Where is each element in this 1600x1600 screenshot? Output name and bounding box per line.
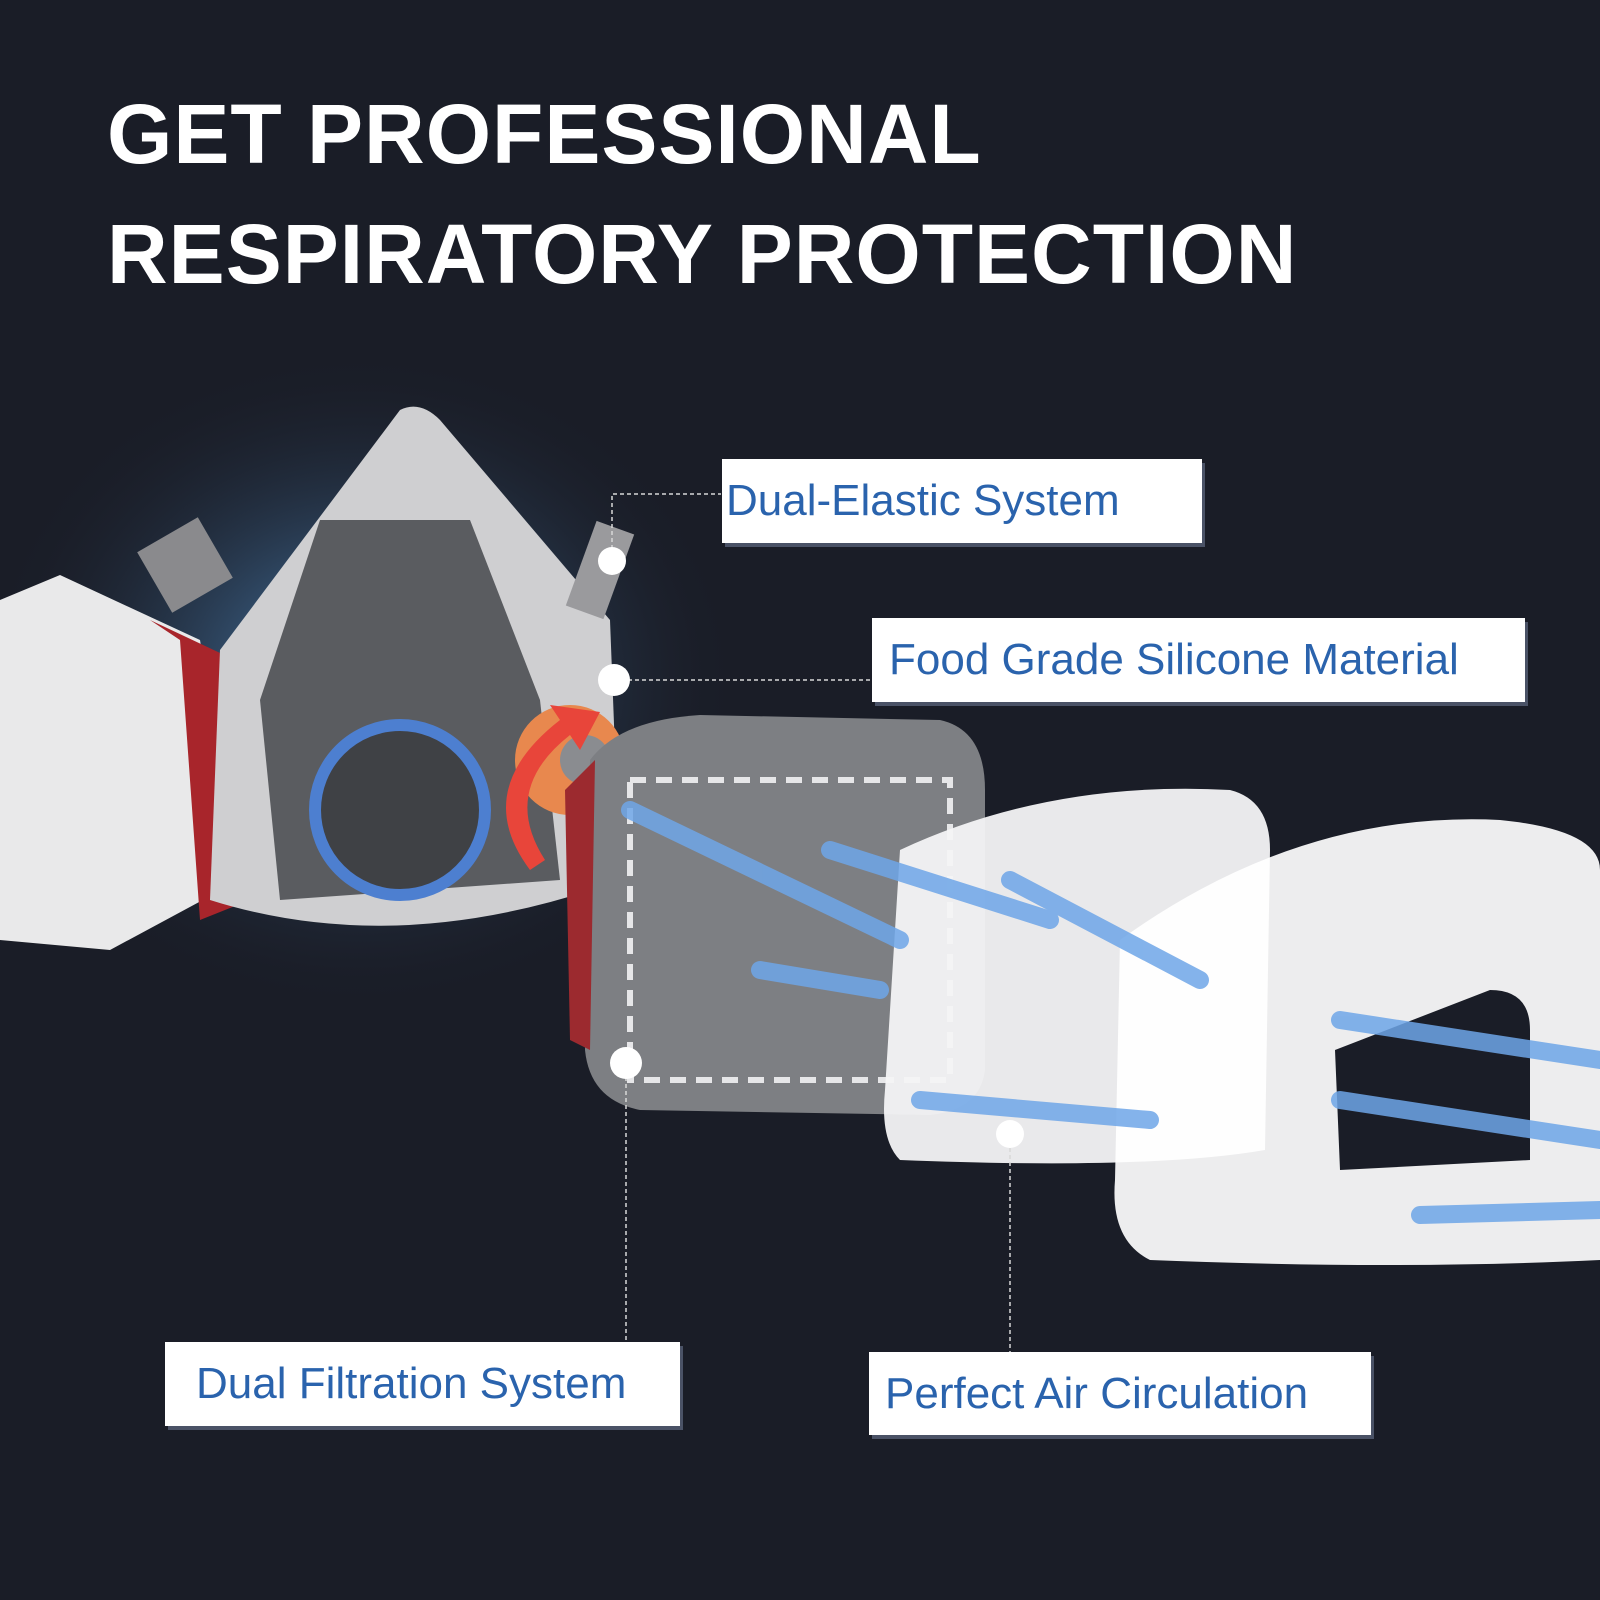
callout-dot bbox=[996, 1120, 1024, 1148]
airflow-arrows bbox=[621, 801, 1600, 1224]
callout-dot bbox=[598, 547, 626, 575]
right-strap-buckle bbox=[565, 520, 635, 620]
callout-perfect-air-circulation: Perfect Air Circulation bbox=[869, 1352, 1371, 1435]
callout-dual-filtration-system: Dual Filtration System bbox=[165, 1342, 680, 1426]
callout-dot bbox=[610, 1047, 642, 1079]
headline-line-1: GET PROFESSIONAL bbox=[107, 87, 982, 181]
callout-connectors bbox=[611, 493, 1011, 1352]
rotate-arrow-icon bbox=[506, 705, 600, 870]
mask-valve bbox=[309, 719, 491, 901]
headline-line-2: RESPIRATORY PROTECTION bbox=[107, 207, 1298, 301]
left-filter-cartridge bbox=[0, 575, 240, 950]
gas-cartridge bbox=[585, 715, 985, 1115]
callout-food-grade-silicone: Food Grade Silicone Material bbox=[872, 618, 1525, 702]
callout-dots bbox=[598, 547, 1024, 1148]
left-strap-buckle bbox=[137, 517, 233, 613]
callout-dual-elastic-system: Dual-Elastic System bbox=[722, 459, 1202, 543]
callout-dot bbox=[598, 664, 630, 696]
